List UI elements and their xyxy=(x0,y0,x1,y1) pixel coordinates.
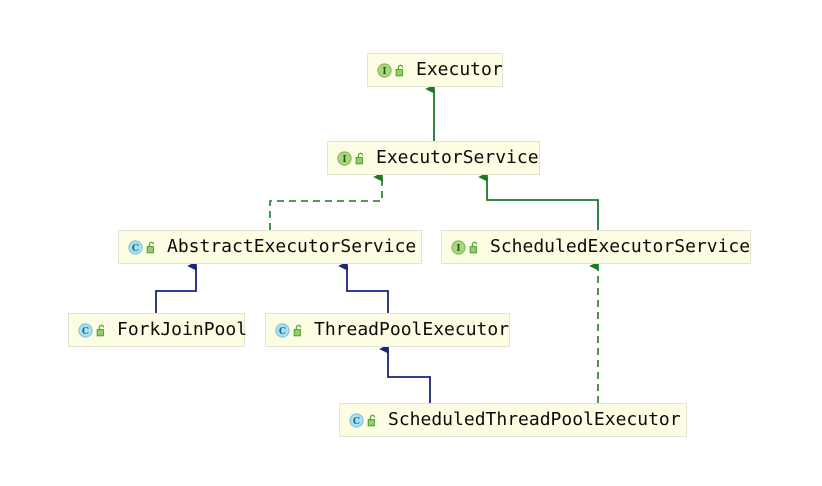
edge-thread-pool-executor-to-abstract-executor-service xyxy=(338,261,389,313)
edge-scheduled-executor-service-to-executor-service xyxy=(478,172,599,230)
class-name-label: ScheduledExecutorService xyxy=(490,236,751,257)
class-name-label: ForkJoinPool xyxy=(117,319,248,340)
class-node-abstract-executor-service[interactable]: C AbstractExecutorService xyxy=(118,230,422,264)
unlocked-padlock-icon xyxy=(293,324,304,337)
class-node-thread-pool-executor[interactable]: C ThreadPoolExecutor xyxy=(265,313,510,347)
node-icon-group: I xyxy=(451,239,480,255)
node-icon-group: C xyxy=(78,322,107,338)
node-icon-group: C xyxy=(349,412,378,428)
node-icon-group: I xyxy=(377,62,406,78)
unlocked-padlock-icon xyxy=(367,414,378,427)
unlocked-padlock-icon xyxy=(355,152,366,165)
svg-text:C: C xyxy=(353,417,360,427)
class-icon: C xyxy=(275,322,290,338)
class-icon: C xyxy=(349,412,364,428)
class-node-scheduled-thread-pool-executor[interactable]: C ScheduledThreadPoolExecutor xyxy=(339,403,687,437)
class-icon: C xyxy=(78,322,93,338)
svg-text:I: I xyxy=(382,67,386,77)
unlocked-padlock-icon xyxy=(96,324,107,337)
class-node-executor-service[interactable]: I ExecutorService xyxy=(327,141,540,175)
class-name-label: ThreadPoolExecutor xyxy=(314,319,510,340)
edge-fork-join-pool-to-abstract-executor-service xyxy=(155,261,197,313)
node-icon-group: C xyxy=(275,322,304,338)
edge-scheduled-thread-pool-executor-to-thread-pool-executor xyxy=(379,344,431,403)
interface-icon: I xyxy=(337,150,352,166)
class-node-fork-join-pool[interactable]: C ForkJoinPool xyxy=(68,313,248,347)
class-name-label: Executor xyxy=(416,59,503,80)
class-name-label: AbstractExecutorService xyxy=(167,236,417,257)
svg-text:I: I xyxy=(456,244,460,254)
unlocked-padlock-icon xyxy=(395,64,406,77)
unlocked-padlock-icon xyxy=(146,241,157,254)
node-icon-group: C xyxy=(128,239,157,255)
interface-icon: I xyxy=(377,62,392,78)
svg-text:I: I xyxy=(342,155,346,165)
unlocked-padlock-icon xyxy=(469,241,480,254)
interface-icon: I xyxy=(451,239,466,255)
edge-abstract-executor-service-to-executor-service xyxy=(269,172,383,230)
svg-text:C: C xyxy=(82,327,89,337)
class-name-label: ScheduledThreadPoolExecutor xyxy=(388,409,681,430)
class-node-executor[interactable]: I Executor xyxy=(367,53,503,87)
class-icon: C xyxy=(128,239,143,255)
class-name-label: ExecutorService xyxy=(376,147,539,168)
svg-text:C: C xyxy=(279,327,286,337)
class-node-scheduled-executor-service[interactable]: I ScheduledExecutorService xyxy=(441,230,751,264)
svg-text:C: C xyxy=(132,244,139,254)
node-icon-group: I xyxy=(337,150,366,166)
